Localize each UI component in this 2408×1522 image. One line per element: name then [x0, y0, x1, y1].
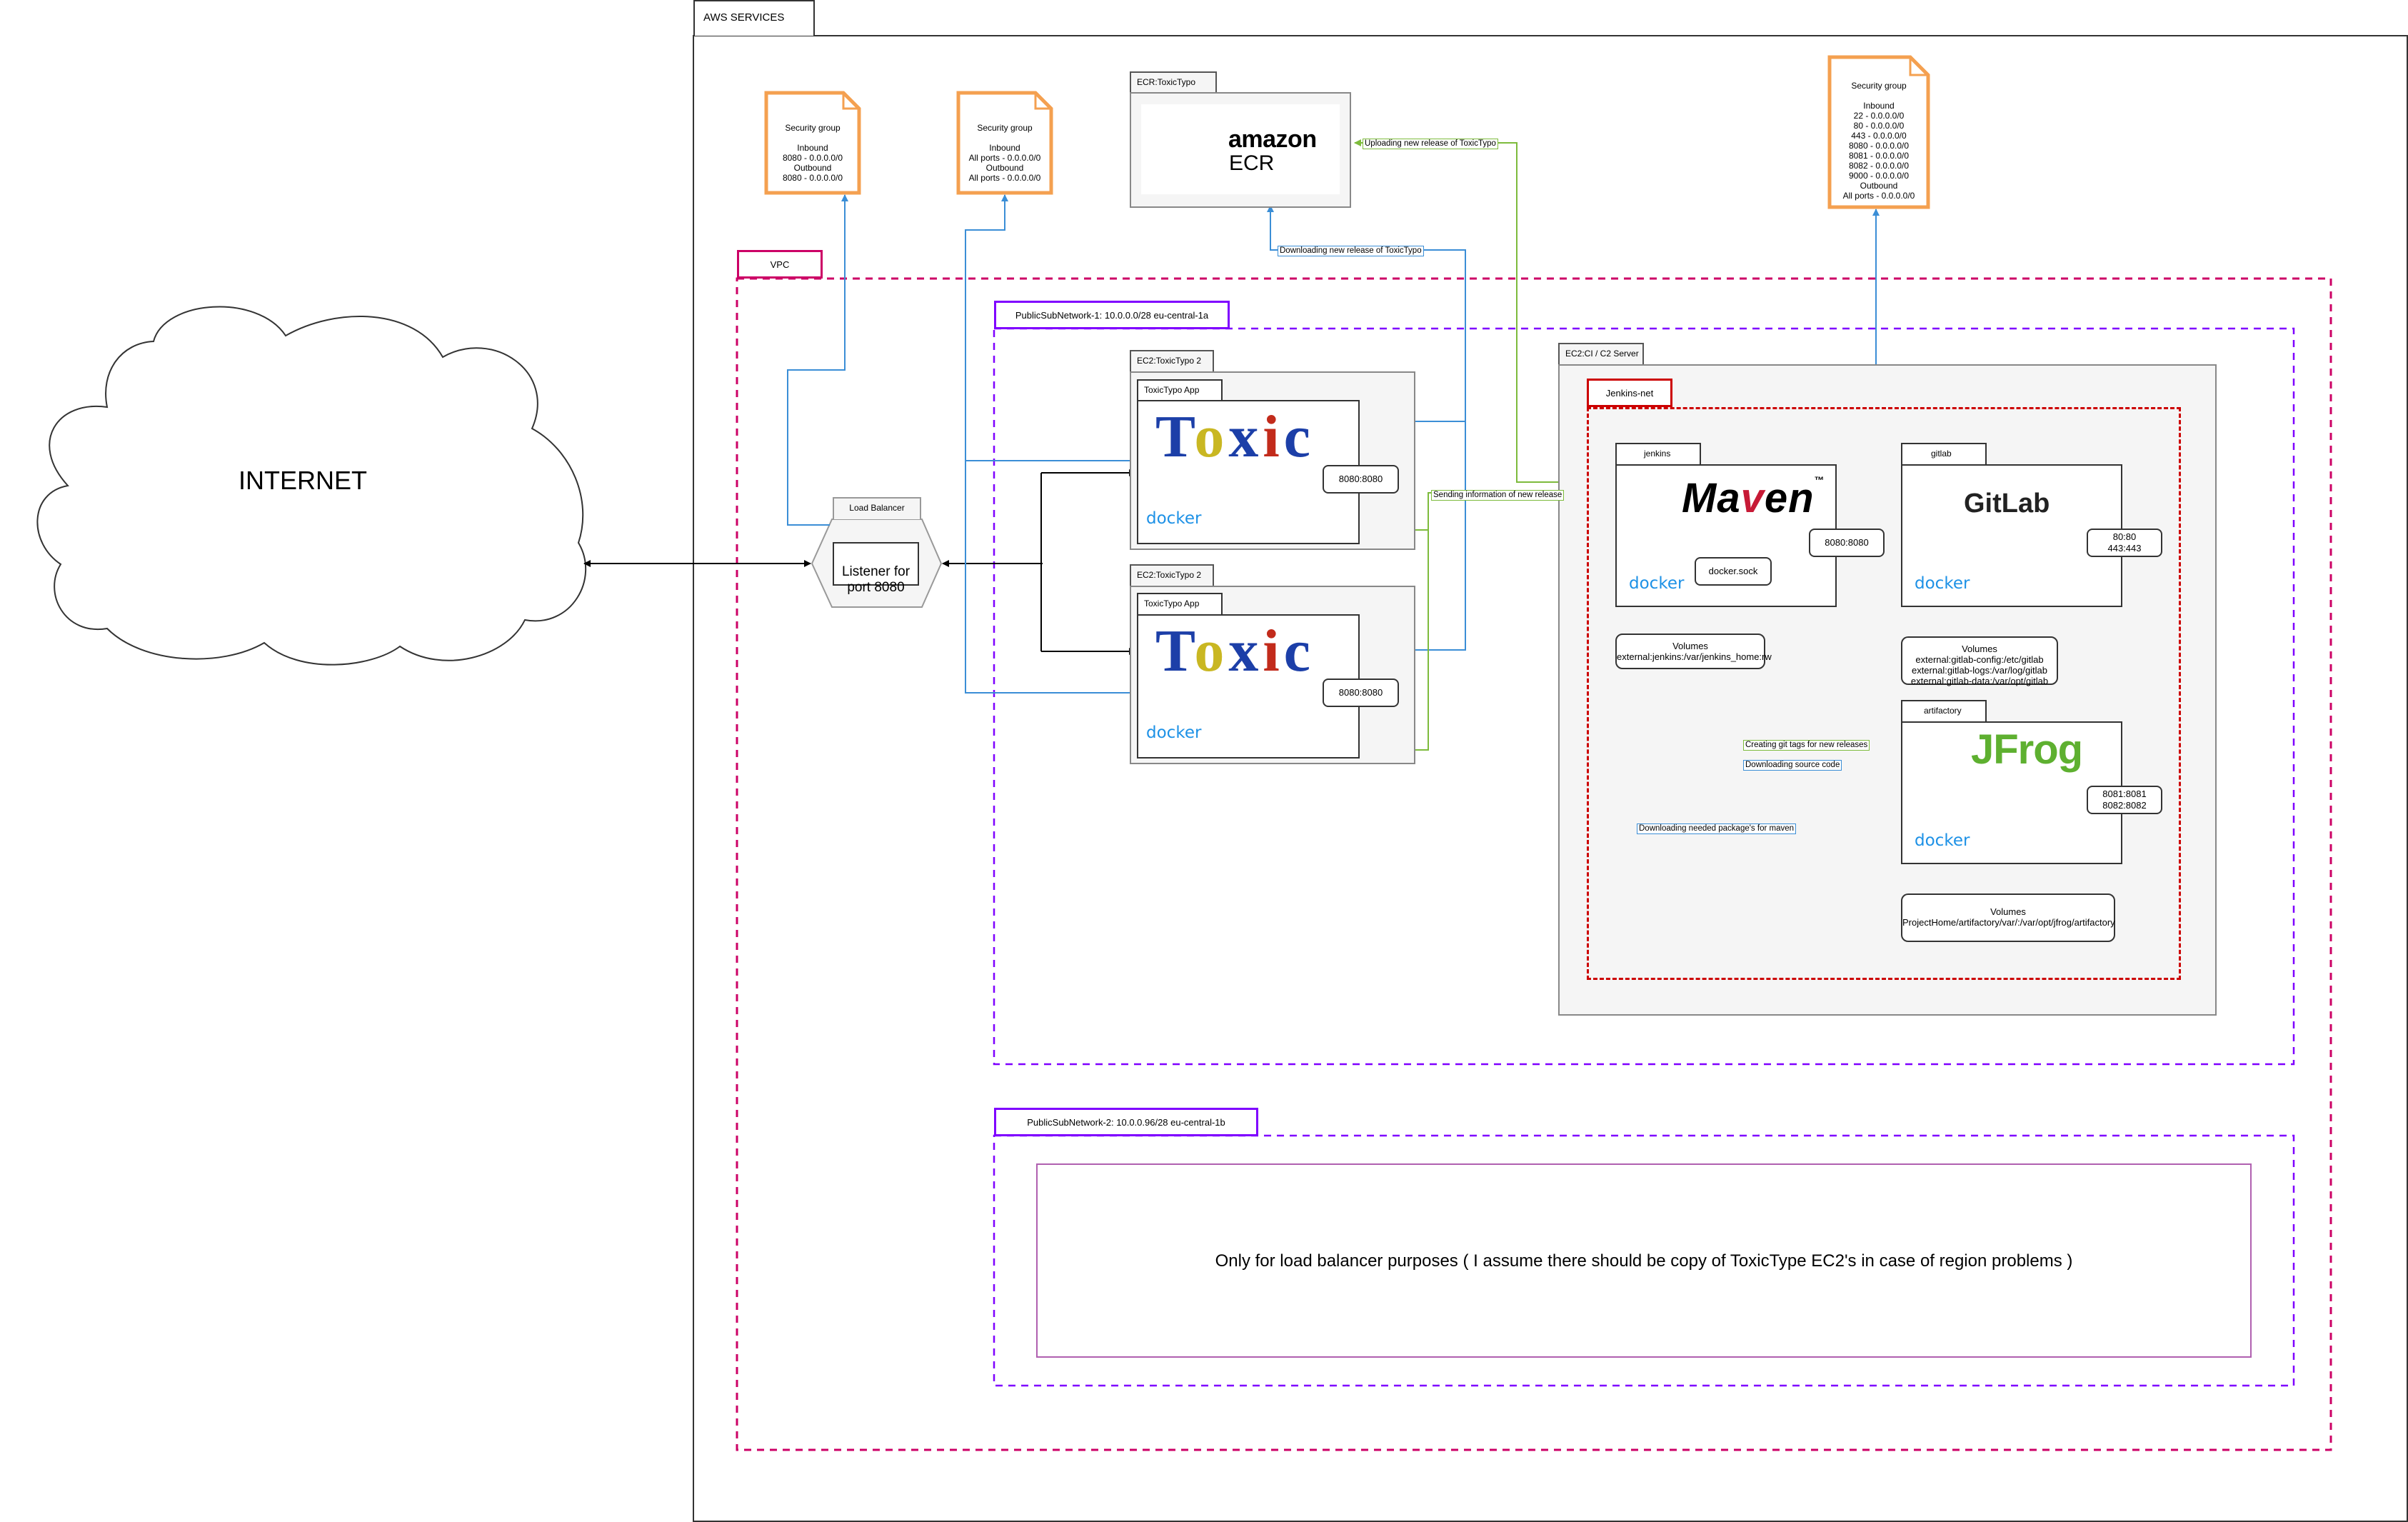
- edge-label-git-tags: Creating git tags for new releases: [1743, 740, 1870, 751]
- security-group-lb: Security group Inbound 8080 - 0.0.0.0/0 …: [782, 123, 843, 183]
- subnet1-boundary: [993, 327, 2295, 1066]
- subnet2-boundary: [993, 1134, 2295, 1387]
- subnet2-label: PublicSubNetwork-2: 10.0.0.96/28 eu-cent…: [994, 1108, 1258, 1136]
- aws-frame: [693, 35, 2408, 1522]
- gitlab-docker-label: docker: [1915, 574, 1970, 593]
- app1-port-badge: 8080:8080: [1323, 465, 1399, 494]
- subnet2-note-box: [1036, 1163, 2252, 1358]
- ecr-logo-panel: [1141, 104, 1340, 194]
- security-group-app: Security group Inbound All ports - 0.0.0…: [968, 123, 1041, 183]
- security-group-ci: Security group Inbound 22 - 0.0.0.0/0 80…: [1842, 81, 1915, 201]
- app2-docker-label: docker: [1146, 724, 1202, 742]
- edge-label-maven: Downloading needed package's for maven: [1637, 823, 1797, 834]
- artifactory-volumes: Volumes ProjectHome/artifactory/var/:/va…: [1901, 893, 2115, 942]
- ecr-product-text: ECR: [1229, 151, 1275, 175]
- subnet2-label-text: PublicSubNetwork-2: 10.0.0.96/28 eu-cent…: [1027, 1116, 1225, 1128]
- artifactory-panel: [1901, 721, 2122, 864]
- listener-text: Listener for port 8080: [841, 564, 910, 595]
- app2-tab: ToxicTypo App: [1137, 593, 1223, 614]
- gitlab-tab: gitlab: [1901, 443, 1987, 465]
- docker-sock-box: docker.sock: [1695, 557, 1772, 586]
- cloud-icon: [36, 306, 586, 666]
- artifactory-tab: artifactory: [1901, 700, 1987, 722]
- app2-port-badge: 8080:8080: [1323, 679, 1399, 707]
- ec2-app2-tab: EC2:ToxicTypo 2: [1130, 564, 1214, 586]
- document-icon: [1827, 55, 1930, 209]
- ci-server-tab: EC2:CI / C2 Server: [1558, 343, 1644, 364]
- artifactory-port-badge: 8081:8081 8082:8082: [2087, 786, 2162, 814]
- vpc-label-text: VPC: [770, 259, 790, 270]
- jenkins-net-boundary: [1587, 407, 2181, 980]
- internet-label: INTERNET: [239, 466, 367, 495]
- vpc-boundary: [736, 277, 2332, 1451]
- edge-label-source: Downloading source code: [1743, 760, 1842, 771]
- gitlab-logo-text: GitLab: [1964, 489, 2050, 519]
- jenkins-net-label-text: Jenkins-net: [1605, 387, 1654, 399]
- jenkins-net-label: Jenkins-net: [1587, 379, 1672, 407]
- subnet1-label: PublicSubNetwork-1: 10.0.0.0/28 eu-centr…: [994, 301, 1230, 329]
- app1-tab: ToxicTypo App: [1137, 379, 1223, 401]
- document-icon: [956, 91, 1053, 195]
- ec2-app1-tab: EC2:ToxicTypo 2: [1130, 350, 1214, 371]
- ecr-brand-text: amazon: [1228, 126, 1317, 153]
- artifactory-docker-label: docker: [1915, 831, 1970, 850]
- app1-logo: Toxic: [1155, 404, 1315, 470]
- load-balancer-tab: Load Balancer: [833, 497, 921, 519]
- gitlab-volumes: Volumes external:gitlab-config:/etc/gitl…: [1901, 636, 2058, 686]
- jenkins-volumes: Volumes external:jenkins:/var/jenkins_ho…: [1615, 634, 1772, 669]
- subnet2-note: Only for load balancer purposes ( I assu…: [1215, 1251, 2073, 1271]
- app2-logo: Toxic: [1155, 618, 1315, 684]
- edge-label-sending: Sending information of new release: [1431, 490, 1565, 501]
- app1-docker-label: docker: [1146, 509, 1202, 528]
- aws-services-tab: AWS SERVICES: [693, 0, 815, 36]
- jenkins-port-badge: 8080:8080: [1809, 529, 1885, 557]
- maven-logo-accent: v: [1740, 475, 1765, 521]
- vpc-label: VPC: [737, 250, 823, 279]
- listener-box: Listener for port 8080: [833, 542, 919, 595]
- jenkins-tab: jenkins: [1615, 443, 1701, 465]
- maven-logo: Maven™: [1682, 474, 1825, 521]
- maven-logo-text: Maven: [1682, 475, 1815, 521]
- edge-label-download: Downloading new release of ToxicTypo: [1278, 246, 1424, 256]
- edge-label-upload: Uploading new release of ToxicTypo: [1363, 139, 1498, 149]
- document-icon: [764, 91, 861, 195]
- jenkins-docker-label: docker: [1629, 574, 1685, 593]
- subnet1-label-text: PublicSubNetwork-1: 10.0.0.0/28 eu-centr…: [1015, 309, 1209, 321]
- jfrog-logo-text: JFrog: [1971, 726, 2083, 773]
- ecr-tab: ECR:ToxicTypo: [1130, 71, 1217, 93]
- gitlab-port-badge: 80:80 443:443: [2087, 529, 2162, 557]
